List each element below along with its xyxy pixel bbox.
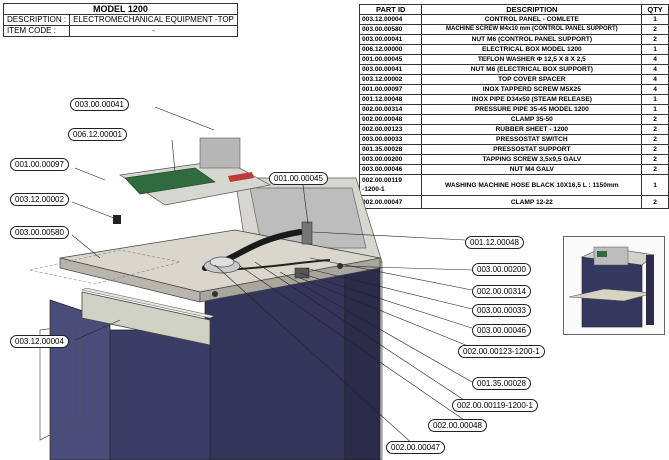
item-code-label: ITEM CODE : <box>2 25 71 37</box>
callout-002-00-00119-1200-1: 002.00.00119-1200-1 <box>452 399 538 412</box>
callout-001-12-00048: 001.12.00048 <box>465 236 524 249</box>
assembled-machine-icon <box>568 246 655 328</box>
callout-001-00-00045: 001.00.00045 <box>269 172 328 185</box>
callout-003-12-00002: 003.12.00002 <box>10 193 69 206</box>
header-table: MODEL 1200 DESCRIPTION : ELECTROMECHANIC… <box>2 3 238 37</box>
part-description: CLAMP 12-22 <box>421 195 643 209</box>
callout-002-00-00047: 002.00.00047 <box>386 441 445 454</box>
callout-001-00-00097: 001.00.00097 <box>10 158 69 171</box>
part-id: 002.00.00047 <box>358 195 423 209</box>
callout-003-00-00046: 003.00.00046 <box>472 324 531 337</box>
callout-002-00-00123-1200-1: 002.00.00123-1200-1 <box>458 345 545 358</box>
callout-003-00-00200: 003.00.00200 <box>472 263 531 276</box>
item-code-value: - <box>69 25 238 37</box>
callout-003-00-00041: 003.00.00041 <box>70 98 129 111</box>
callout-002-00-00048: 002.00.00048 <box>428 419 487 432</box>
callout-003-12-00004: 003.12.00004 <box>10 335 69 348</box>
callout-002-00-00314: 002.00.00314 <box>472 285 531 298</box>
callout-006-12-00001: 006.12.00001 <box>68 128 127 141</box>
callout-001-35-00028: 001.35.00028 <box>472 377 531 390</box>
assembled-preview-image <box>563 236 665 335</box>
callout-003-00-00033: 003.00.00033 <box>472 304 531 317</box>
part-qty: 2 <box>641 195 669 209</box>
callout-003-00-00580: 003.00.00580 <box>10 226 69 239</box>
